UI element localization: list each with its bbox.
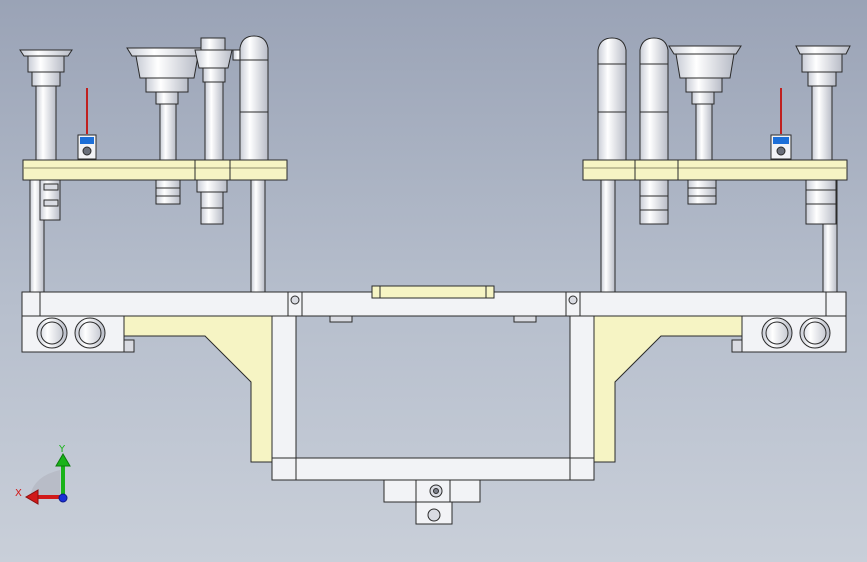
right-guide-rods [600,179,838,293]
left-assembly [19,35,288,293]
left-upper-plate [22,159,288,181]
triad-x-label: X [15,488,22,499]
left-gusset [123,315,273,463]
right-tall-cylinder-1 [597,37,627,161]
right-upper-plate [582,159,848,181]
right-outer-suction-cup [795,45,851,225]
lower-frame [21,285,847,525]
left-small-suction-cup [194,37,233,225]
right-assembly [582,37,851,293]
triad-y-label: Y [58,444,66,455]
left-frame-post [271,315,297,463]
left-tall-cylinder [239,35,269,161]
right-tall-cylinder-2 [639,37,669,225]
right-gusset [593,315,743,463]
triad-z-axis [58,493,68,503]
triad-xy-plane [30,470,60,496]
right-frame-post [569,315,595,463]
top-pad [371,285,495,299]
axis-triad[interactable]: Y X [15,444,71,505]
bottom-beam [271,457,595,481]
left-outer-suction-cup [19,49,73,221]
right-large-suction-cup [668,45,742,205]
left-large-suction-cup [126,47,206,205]
